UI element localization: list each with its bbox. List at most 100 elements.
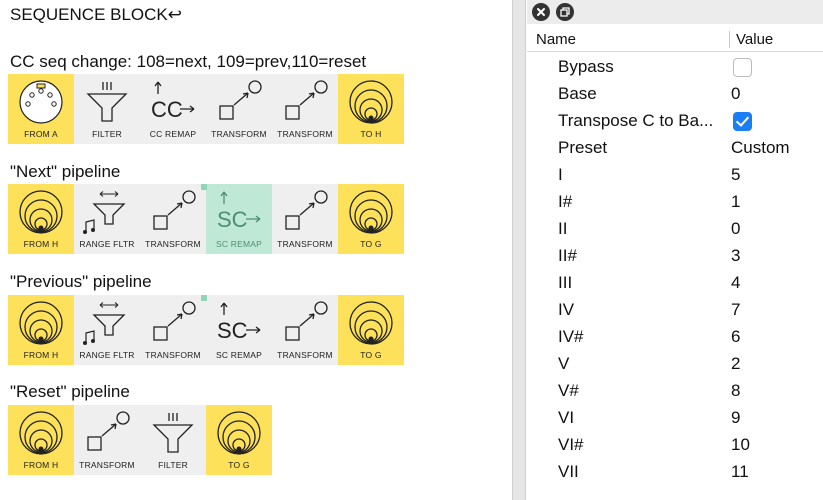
property-value[interactable]: 0 <box>731 84 741 103</box>
block-filter[interactable]: FILTER <box>140 405 206 475</box>
block-label: RANGE FLTR <box>79 239 135 249</box>
block-transform[interactable]: TRANSFORM <box>140 184 206 254</box>
column-header-name[interactable]: Name <box>536 31 577 48</box>
block-from-h[interactable]: FROM H <box>8 405 74 475</box>
block-transform[interactable]: TRANSFORM <box>272 184 338 254</box>
property-value[interactable]: 8 <box>731 381 741 400</box>
property-name: V <box>558 354 570 373</box>
midi-din-icon <box>19 80 63 124</box>
block-label: TRANSFORM <box>277 129 333 139</box>
block-to-h[interactable]: TO H <box>338 74 404 144</box>
block-range-filter[interactable]: RANGE FLTR <box>74 295 140 365</box>
property-name: VI <box>558 408 575 427</box>
property-row[interactable]: VI#10 <box>527 431 823 458</box>
property-value[interactable]: 4 <box>731 273 741 292</box>
block-label: TO G <box>360 350 382 360</box>
property-row[interactable]: I#1 <box>527 188 823 215</box>
property-value[interactable]: 10 <box>731 435 750 454</box>
property-checkbox[interactable] <box>733 58 752 77</box>
concentric-circles-icon <box>19 411 63 455</box>
property-value[interactable]: 6 <box>731 327 741 346</box>
column-divider[interactable] <box>729 31 730 48</box>
property-row[interactable]: Preset Custom <box>527 134 823 161</box>
property-row[interactable]: Base 0 <box>527 80 823 107</box>
block-label: TRANSFORM <box>145 239 201 249</box>
transform-icon <box>285 80 328 120</box>
block-to-g[interactable]: TO G <box>338 295 404 365</box>
block-transform[interactable]: TRANSFORM <box>206 74 272 144</box>
property-value[interactable]: 3 <box>731 246 741 265</box>
float-window-icon[interactable] <box>556 3 574 21</box>
svg-text:SC: SC <box>217 318 248 343</box>
property-row[interactable]: V# 8 <box>527 377 823 404</box>
block-from-h[interactable]: FROM H <box>8 295 74 365</box>
block-to-g[interactable]: TO G <box>206 405 272 475</box>
property-value[interactable]: 5 <box>731 165 741 184</box>
property-value[interactable]: 2 <box>731 354 741 373</box>
property-value[interactable]: 9 <box>731 408 741 427</box>
patch-subtitle: CC seq change: 108=next, 109=prev,110=re… <box>10 52 367 71</box>
concentric-circles-icon <box>349 80 393 124</box>
property-row[interactable]: VI 9 <box>527 404 823 431</box>
block-label: FILTER <box>158 460 188 470</box>
block-transform[interactable]: TRANSFORM <box>272 74 338 144</box>
pipeline-label-previous: "Previous" pipeline <box>10 272 152 291</box>
property-value[interactable]: 0 <box>731 219 741 238</box>
panel-splitter[interactable] <box>512 0 526 500</box>
block-label: TRANSFORM <box>79 460 135 470</box>
block-transform[interactable]: TRANSFORM <box>272 295 338 365</box>
block-transform[interactable]: TRANSFORM <box>140 295 206 365</box>
property-row[interactable]: II#3 <box>527 242 823 269</box>
block-label: FROM H <box>23 239 59 249</box>
block-label: FROM A <box>24 129 58 139</box>
property-name: Bypass <box>558 57 614 76</box>
block-label: SC REMAP <box>216 239 262 249</box>
property-value[interactable]: 7 <box>731 300 741 319</box>
svg-text:CC: CC <box>151 97 183 122</box>
block-to-g[interactable]: TO G <box>338 184 404 254</box>
block-label: TRANSFORM <box>277 239 333 249</box>
transform-icon <box>285 190 328 230</box>
property-row[interactable]: Transpose C to Ba... <box>527 107 823 134</box>
property-name: Base <box>558 84 597 103</box>
concentric-circles-icon <box>349 190 393 234</box>
property-name: V# <box>558 381 579 400</box>
panel-toolbar <box>527 0 823 24</box>
block-label: TRANSFORM <box>277 350 333 360</box>
column-header-value[interactable]: Value <box>736 31 774 48</box>
property-row[interactable]: VII 11 <box>527 458 823 485</box>
transform-icon <box>285 301 328 341</box>
property-checkbox[interactable] <box>733 112 752 131</box>
property-row[interactable]: Bypass <box>527 53 823 80</box>
property-value[interactable]: 1 <box>731 192 741 211</box>
property-name: Transpose C to Ba... <box>558 111 714 130</box>
property-row[interactable]: III 4 <box>527 269 823 296</box>
selection-marker <box>201 184 207 190</box>
property-name: Preset <box>558 138 608 157</box>
property-name: III <box>558 273 573 292</box>
range-filter-icon <box>83 302 126 345</box>
close-icon[interactable] <box>532 3 550 21</box>
block-label: TO G <box>228 460 250 470</box>
property-value[interactable]: Custom <box>731 138 790 157</box>
block-from-h[interactable]: FROM H <box>8 184 74 254</box>
property-name: VII <box>558 462 579 481</box>
filter-funnel-icon <box>152 413 194 453</box>
block-filter[interactable]: FILTER <box>74 74 140 144</box>
block-from-a[interactable]: FROM A <box>8 74 74 144</box>
property-row[interactable]: IV#6 <box>527 323 823 350</box>
block-transform[interactable]: TRANSFORM <box>74 405 140 475</box>
property-value[interactable]: 11 <box>731 462 749 481</box>
selection-marker <box>201 295 207 301</box>
block-label: FILTER <box>92 129 122 139</box>
block-range-filter[interactable]: RANGE FLTR <box>74 184 140 254</box>
